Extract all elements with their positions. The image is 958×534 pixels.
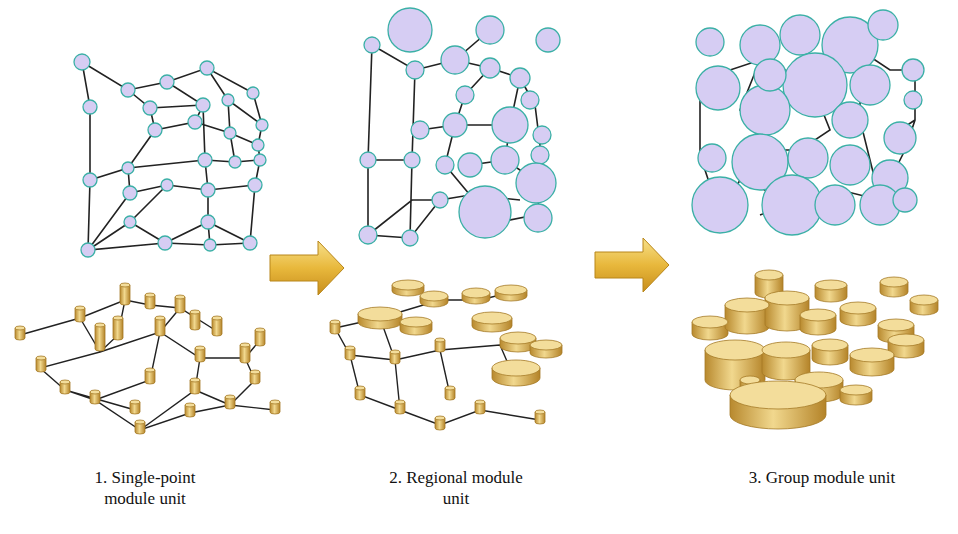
network-lines	[82, 62, 262, 250]
panel-caption: 2. Regional module unit	[376, 467, 536, 509]
block-arrow	[270, 238, 669, 295]
panel-caption: 1. Single-point module unit	[70, 467, 220, 509]
panel-caption: 3. Group module unit	[692, 467, 952, 488]
